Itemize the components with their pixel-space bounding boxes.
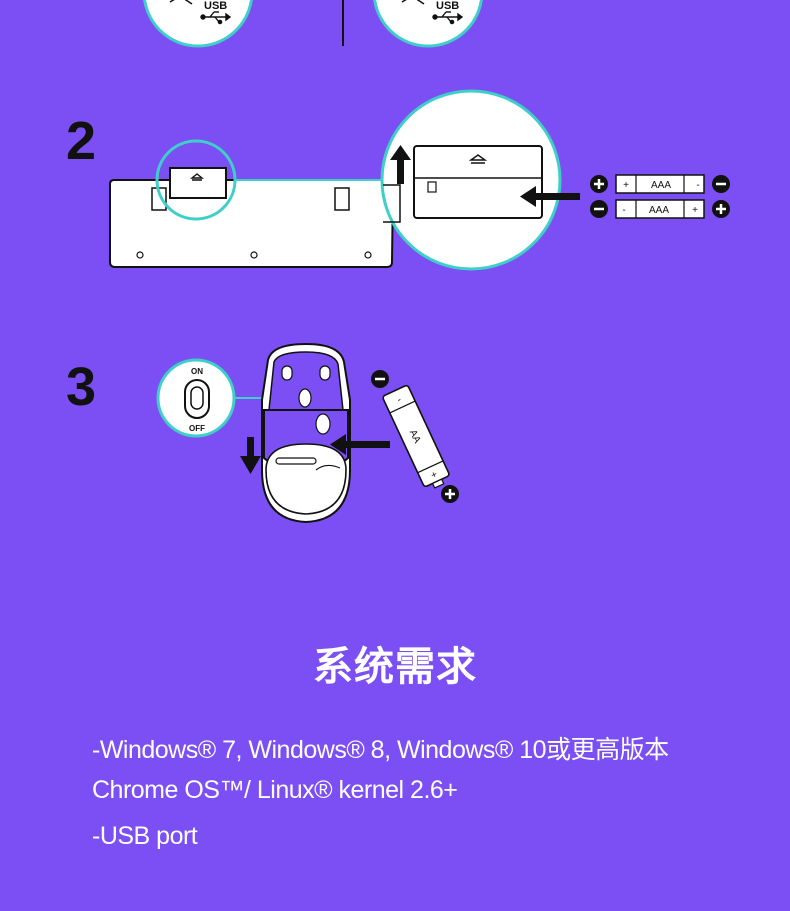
battery-aa: - AA +: [371, 370, 459, 503]
eject-icon: [190, 173, 204, 181]
battery-aaa-label: AAA: [651, 180, 671, 191]
battery-door-zoom-large: [380, 89, 580, 271]
step-number-3: 3: [66, 357, 97, 417]
switch-off-label: OFF: [189, 424, 205, 433]
usb-label-right: USB: [436, 0, 459, 12]
mouse-underside: [240, 342, 390, 524]
usb-symbol-icon: [200, 11, 232, 25]
usb-circle-right: USB: [373, 0, 483, 48]
battery-aa-label: AA: [407, 428, 423, 445]
receiver-outline: [169, 0, 193, 5]
usb-symbol-icon: [432, 11, 464, 25]
eject-icon: [468, 154, 488, 164]
usb-label-left: USB: [204, 0, 227, 12]
arrow-up-icon: [390, 145, 411, 184]
requirement-os-windows: -Windows® 7, Windows® 8, Windows® 10或更高版…: [92, 736, 669, 764]
battery-minus-label: -: [395, 395, 403, 406]
battery-plus-label: +: [429, 469, 439, 482]
keyboard-foot-right: [334, 187, 350, 211]
battery-minus-label: -: [696, 180, 699, 191]
arrow-left-icon: [520, 186, 580, 207]
battery-minus-label: -: [622, 205, 625, 216]
power-switch-zoom: ON OFF: [156, 358, 236, 438]
battery-aaa-top: + AAA -: [590, 174, 730, 194]
arrow-down-icon: [240, 437, 261, 474]
battery-plus-label: +: [623, 180, 629, 191]
keyboard-underside: [109, 179, 395, 268]
requirement-usb-port: -USB port: [92, 822, 198, 850]
battery-plus-label: +: [692, 205, 698, 216]
requirements-title: 系统需求: [313, 645, 477, 689]
usb-circle-left: USB: [143, 0, 253, 48]
arrow-left-icon: [330, 434, 390, 455]
step-number-2: 2: [66, 111, 97, 171]
requirement-os-chrome-linux: Chrome OS™/ Linux® kernel 2.6+: [92, 776, 458, 804]
battery-aaa-bottom: - AAA +: [590, 199, 730, 219]
switch-on-label: ON: [191, 367, 203, 376]
battery-aaa-label: AAA: [649, 205, 669, 216]
power-switch: [184, 379, 210, 419]
